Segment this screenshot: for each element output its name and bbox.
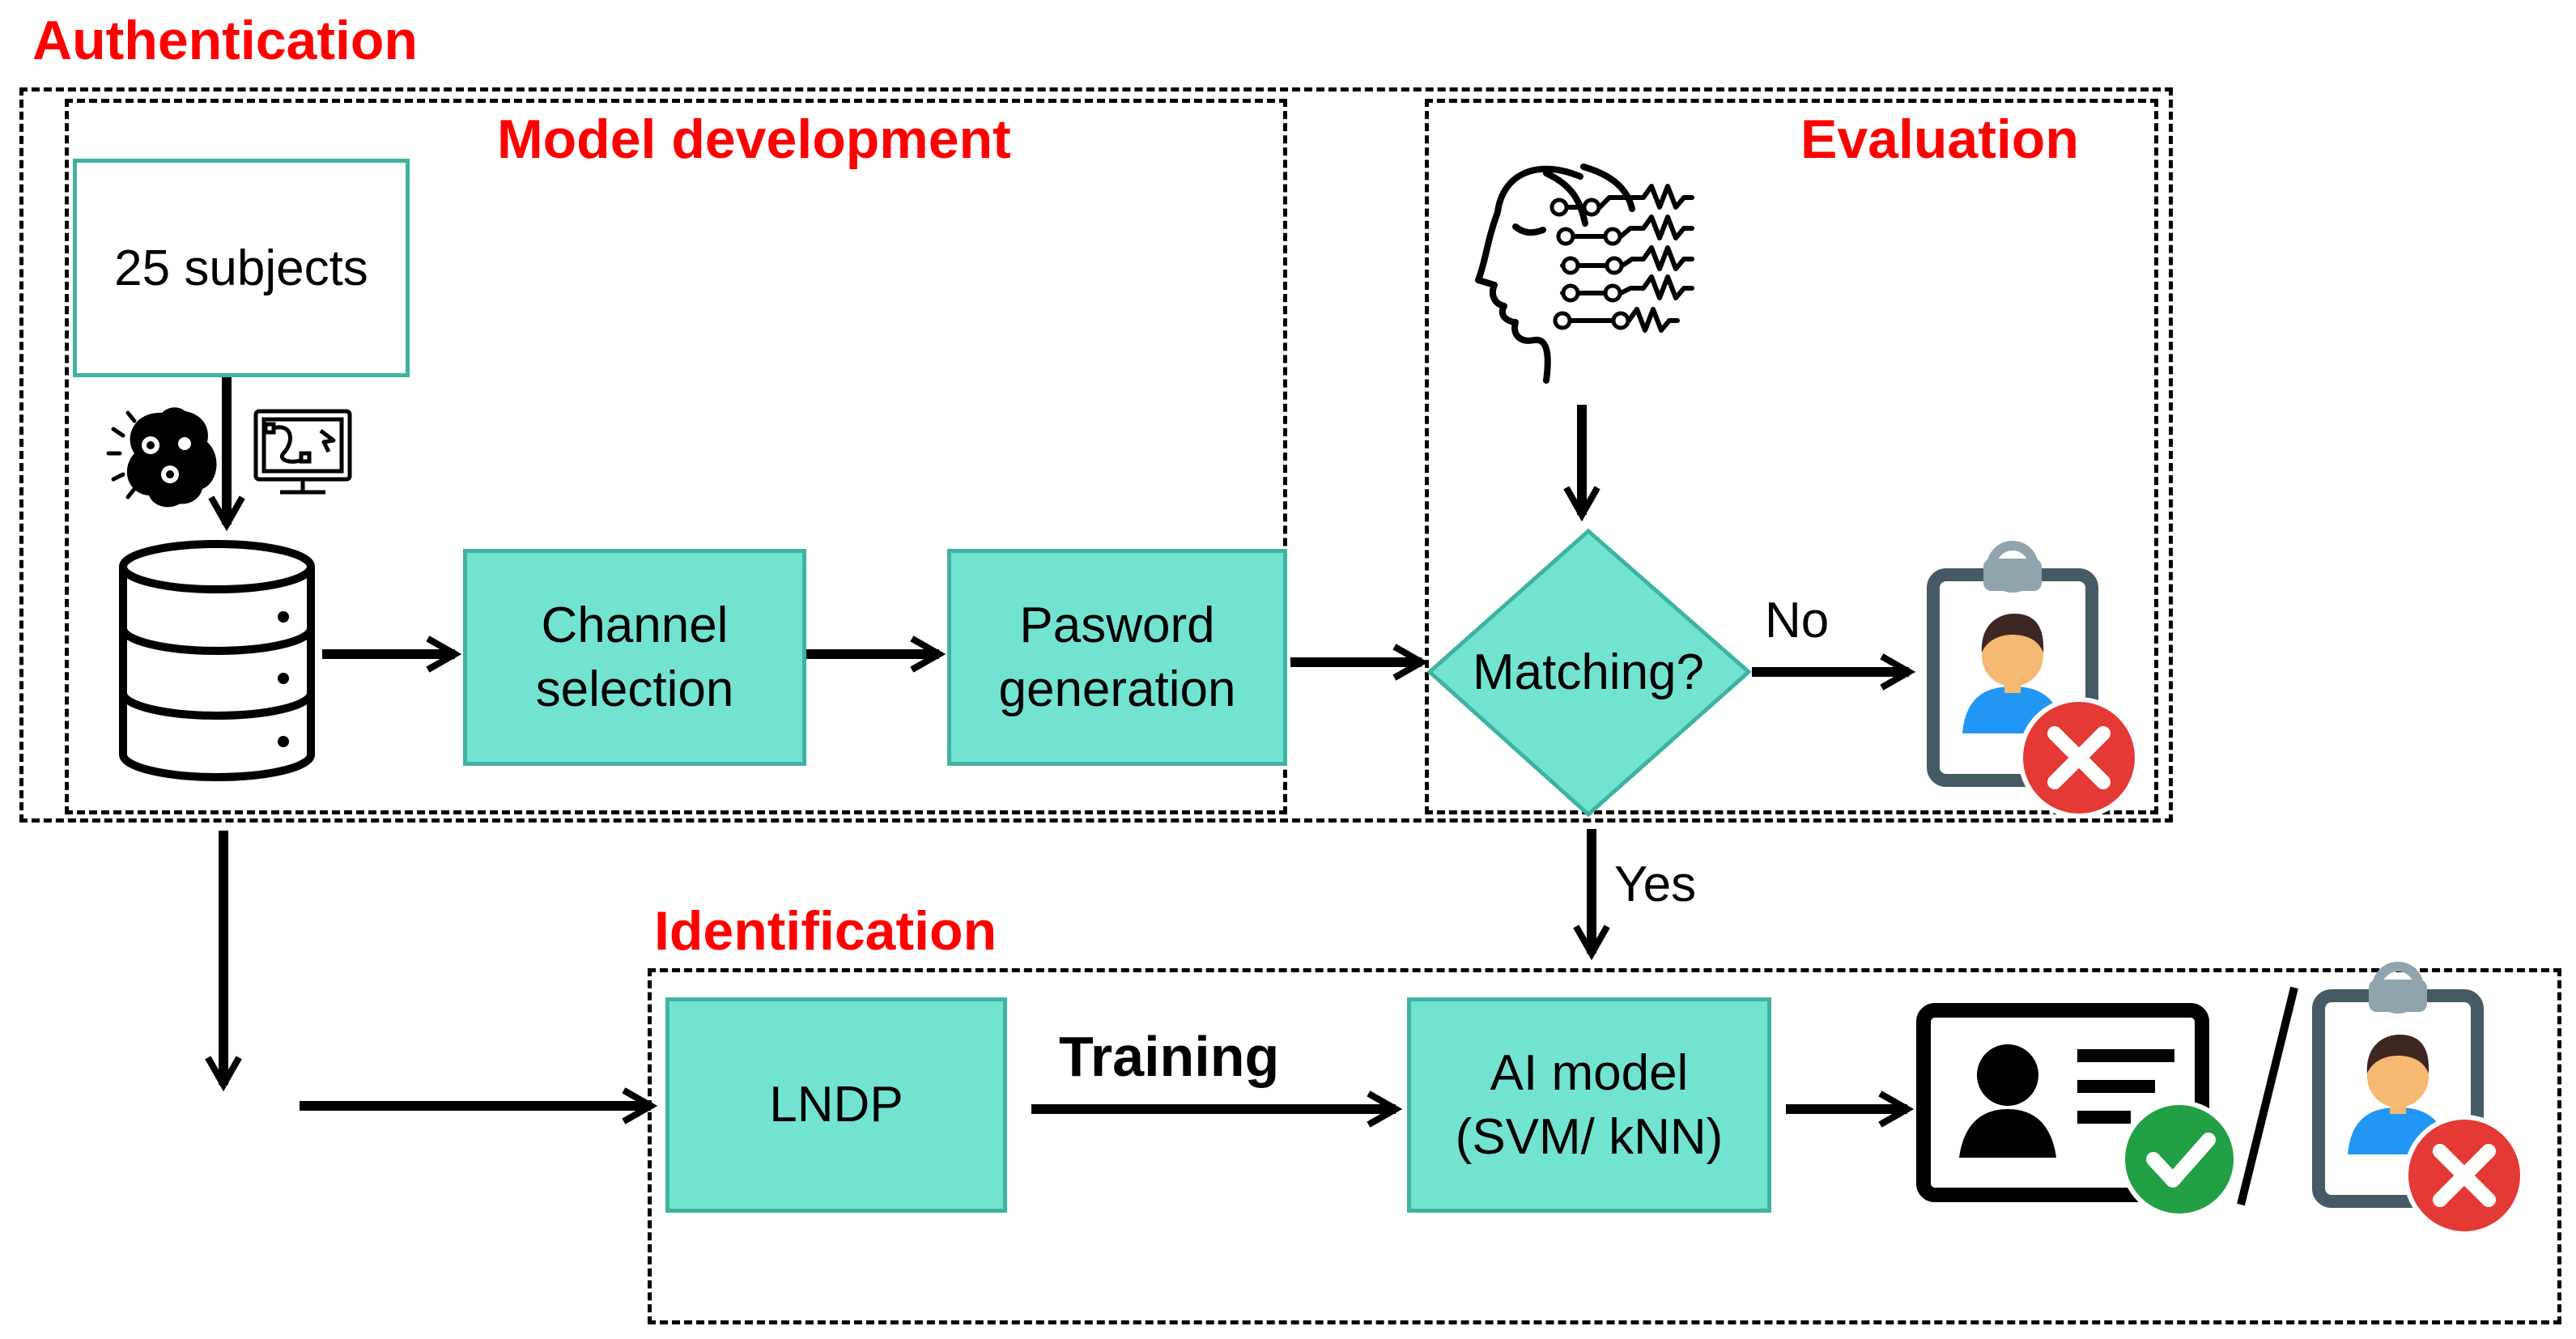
id-card-accepted-icon xyxy=(1916,1003,2238,1218)
database-icon xyxy=(119,540,315,781)
model-development-title: Model development xyxy=(497,108,1011,170)
subjects-label: 25 subjects xyxy=(114,240,368,296)
monitor-path-icon xyxy=(253,409,352,495)
identification-title: Identification xyxy=(654,900,997,962)
identification-group xyxy=(648,968,2561,1324)
evaluation-title: Evaluation xyxy=(1800,108,2079,170)
evaluation-group xyxy=(1425,99,2158,814)
training-edge-label: Training xyxy=(1059,1025,1280,1088)
authentication-title: Authentication xyxy=(32,10,418,71)
lndp-box: LNDP xyxy=(665,997,1007,1213)
yes-edge-label: Yes xyxy=(1614,857,1697,912)
authentication-group xyxy=(19,87,2173,823)
brain-gear-icon xyxy=(106,407,217,508)
ai-model-box: AI model (SVM/ kNN) xyxy=(1407,997,1771,1213)
matching-decision xyxy=(1426,528,1752,818)
badge-rejected-icon-2 xyxy=(2312,962,2525,1236)
alternative-slash xyxy=(2237,986,2298,1206)
eeg-head-icon xyxy=(1475,164,1694,384)
password-generation-box: Pasword generation xyxy=(947,549,1287,766)
model-development-group xyxy=(65,99,1287,814)
subjects-box: 25 subjects xyxy=(73,159,410,377)
matching-label: Matching? xyxy=(1472,644,1705,700)
badge-rejected-icon xyxy=(1927,541,2140,818)
no-edge-label: No xyxy=(1765,593,1830,648)
channel-selection-box: Channel selection xyxy=(463,549,806,766)
